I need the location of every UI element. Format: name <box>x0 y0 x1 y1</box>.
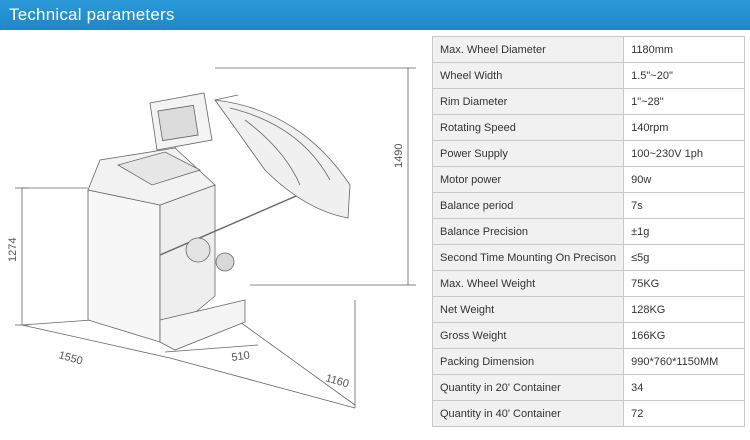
spec-value: 128KG <box>623 296 745 323</box>
dim-depth: 1160 <box>324 372 350 390</box>
spec-value: 100~230V 1ph <box>623 140 745 167</box>
spec-value: ≤5g <box>623 244 745 271</box>
spec-label: Balance Precision <box>431 218 625 245</box>
spec-value: 140rpm <box>623 114 745 141</box>
spec-value: 166KG <box>623 322 745 349</box>
spec-value: 1.5"~20" <box>623 62 745 89</box>
dim-base: 510 <box>231 350 251 364</box>
spec-label: Max. Wheel Diameter <box>431 36 625 63</box>
spec-label: Motor power <box>431 166 625 193</box>
header-bar: Technical parameters <box>0 0 750 30</box>
spec-row: Balance Precision±1g <box>431 218 745 245</box>
spec-value: ±1g <box>623 218 745 245</box>
spec-label: Second Time Mounting On Precison <box>431 244 625 271</box>
spec-value: 1180mm <box>623 36 745 63</box>
spec-label: Packing Dimension <box>431 348 625 375</box>
spec-value: 75KG <box>623 270 745 297</box>
spec-value: 1"~28" <box>623 88 745 115</box>
spec-label: Rotating Speed <box>431 114 625 141</box>
dim-width: 1550 <box>57 349 84 367</box>
spec-label: Quantity in 20' Container <box>431 374 625 401</box>
page-title: Technical parameters <box>9 5 175 24</box>
dim-height-total: 1490 <box>393 144 405 168</box>
spec-label: Rim Diameter <box>431 88 625 115</box>
spec-value: 990*760*1150MM <box>623 348 745 375</box>
spec-label: Net Weight <box>431 296 625 323</box>
spec-value: 72 <box>623 400 745 427</box>
spec-label: Power Supply <box>431 140 625 167</box>
spec-row: Second Time Mounting On Precison≤5g <box>431 244 745 271</box>
machine-drawing: 1490 1274 1550 510 1160 <box>7 67 416 409</box>
spec-value: 90w <box>623 166 745 193</box>
spec-label: Wheel Width <box>431 62 625 89</box>
spec-value: 7s <box>623 192 745 219</box>
spec-label: Max. Wheel Weight <box>431 270 625 297</box>
spec-label: Gross Weight <box>431 322 625 349</box>
spec-label: Quantity in 40' Container <box>431 400 625 427</box>
dim-height-body: 1274 <box>7 238 19 262</box>
spec-label: Balance period <box>431 192 625 219</box>
spec-value: 34 <box>623 374 745 401</box>
